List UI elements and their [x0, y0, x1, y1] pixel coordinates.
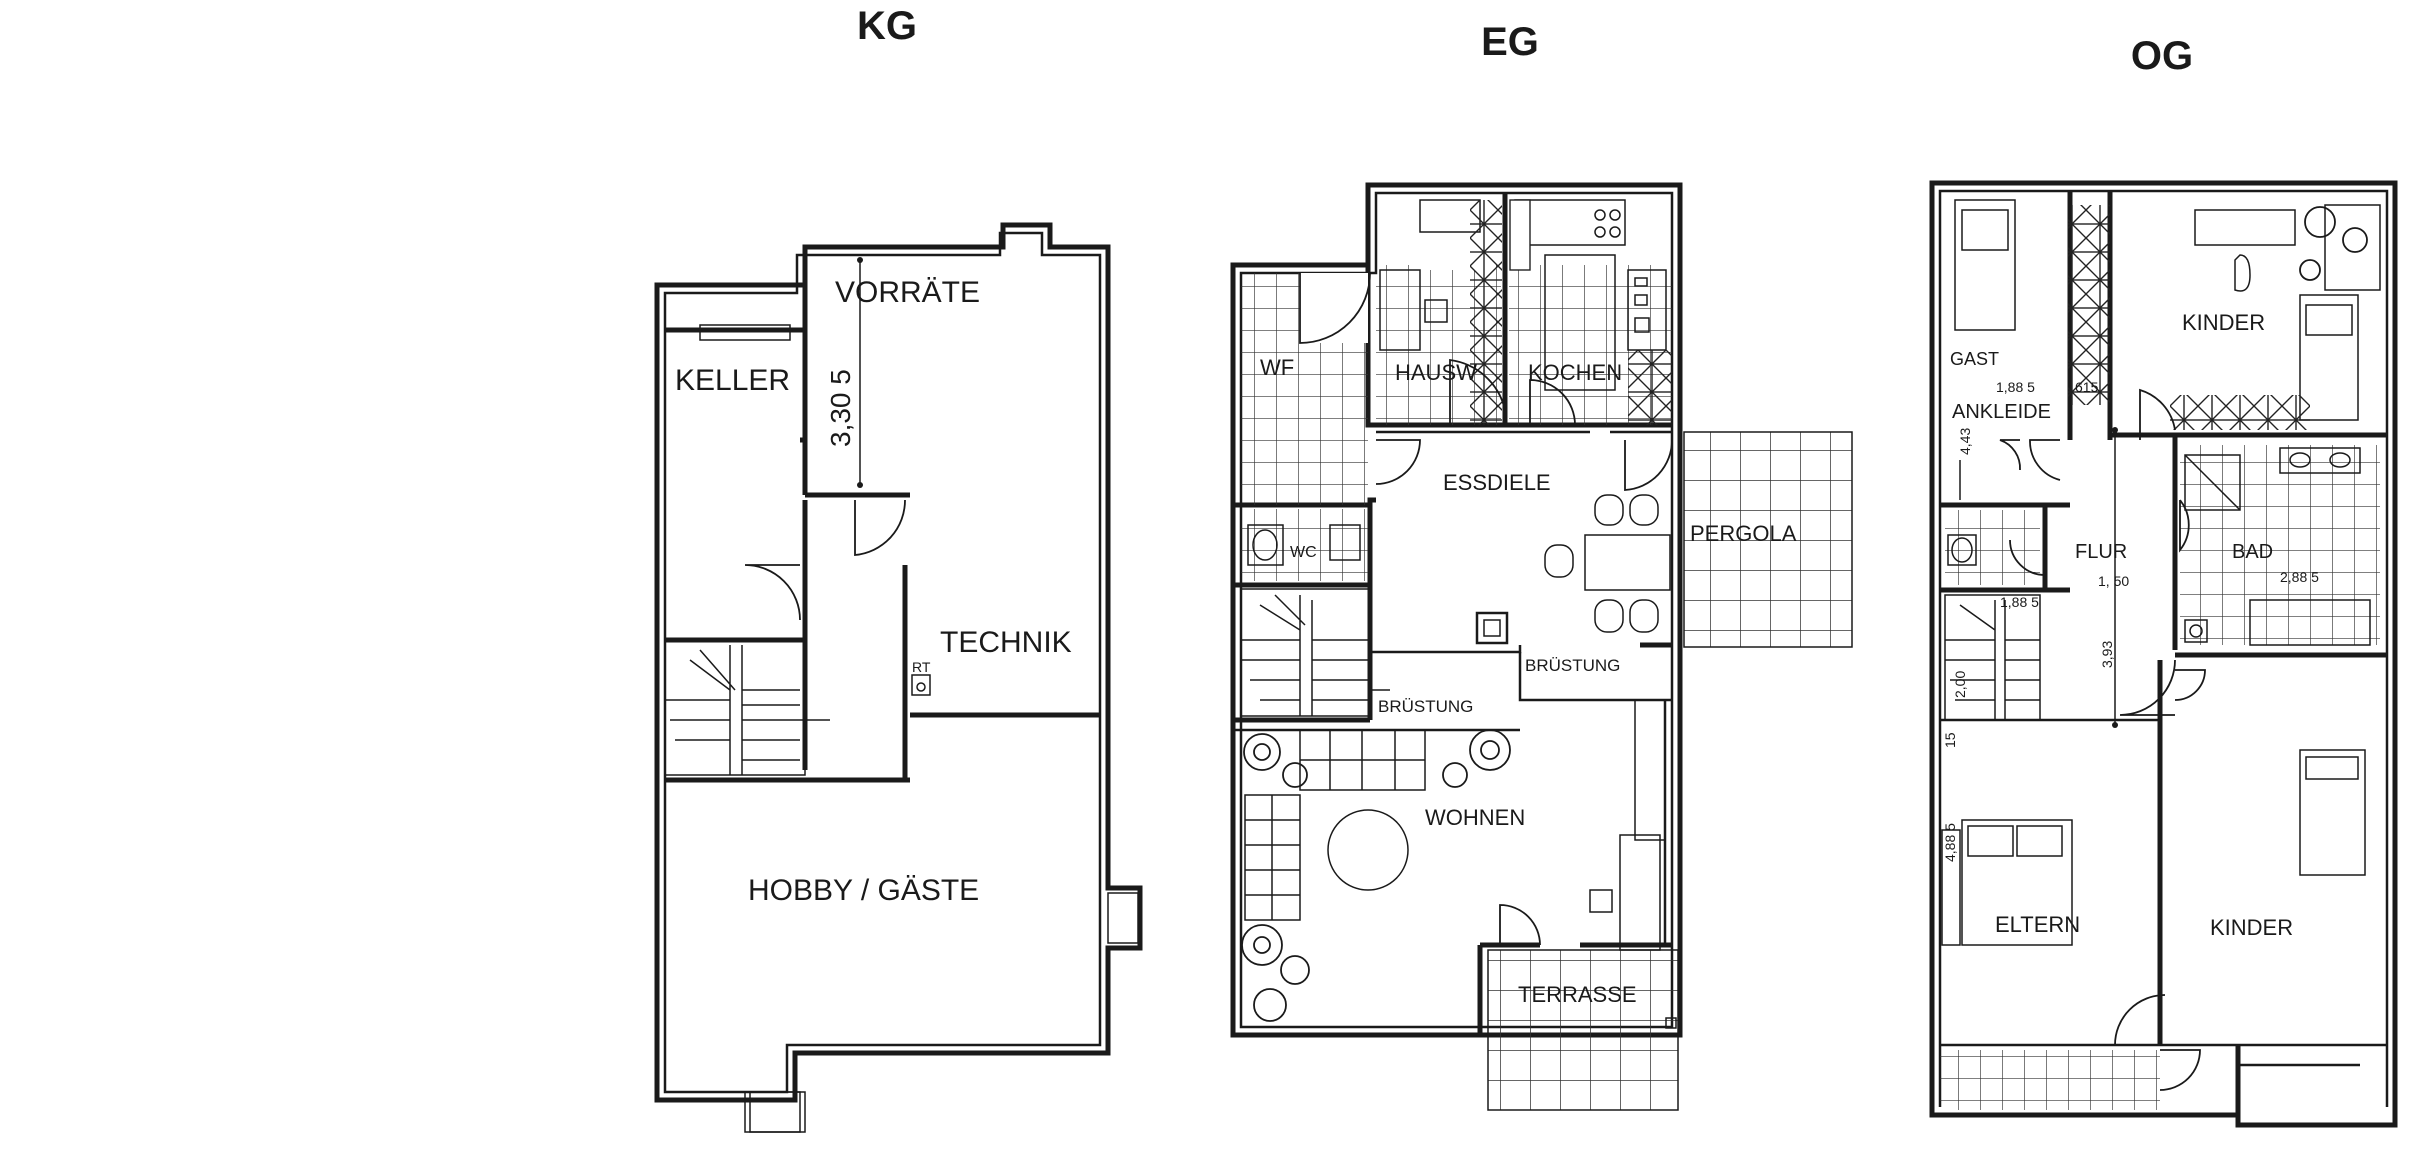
kg-room-hobby: HOBBY / GÄSTE — [748, 874, 979, 907]
eg-door-essdiele-right — [1624, 439, 1673, 491]
og-room-eltern: ELTERN — [1995, 912, 2080, 937]
eg-wc-tiles — [1241, 509, 1368, 581]
og-dim-d1: 1,88 5 — [1996, 379, 2035, 395]
og-door-kinder-top — [2139, 388, 2176, 440]
eg-room-wf: WF — [1260, 355, 1294, 380]
kg-door-technik — [854, 499, 906, 556]
eg-label-bruestung-1: BRÜSTUNG — [1378, 697, 1473, 716]
eg-chimney — [1475, 611, 1509, 645]
og-room-gast: GAST — [1950, 349, 1999, 369]
floor-plan-og: GAST 1,88 5 615 ANKLEIDE 4,43 KINDER FLU… — [1929, 180, 2398, 1128]
eg-round-table — [1327, 809, 1409, 891]
og-dim-d4: 2,88 5 — [2280, 569, 2319, 585]
eg-room-essdiele: ESSDIELE — [1443, 470, 1551, 495]
og-dim-d5: 3,93 — [2099, 641, 2115, 668]
og-room-kinder-top: KINDER — [2182, 310, 2265, 335]
eg-terrasse-grid — [1488, 950, 1678, 1110]
og-dim-d2: 4,43 — [1957, 428, 1973, 455]
eg-door-terrasse — [1499, 904, 1541, 946]
kg-room-vorraete: VORRÄTE — [835, 276, 980, 309]
kg-rt-label: RT — [912, 659, 931, 675]
floor-title-kg: KG — [857, 4, 917, 48]
og-dim-d3: 1, 50 — [2098, 573, 2129, 589]
floor-plan-eg: WC WF HAUSW — [1230, 182, 1853, 1111]
kg-room-technik: TECHNIK — [940, 626, 1072, 659]
og-bed-kinder — [2299, 749, 2366, 876]
eg-room-hausw: HAUSW — [1395, 360, 1477, 385]
eg-plants — [1241, 729, 1511, 1022]
og-room-kinder-bottom: KINDER — [2210, 915, 2293, 940]
og-dim-d6: 1,88 5 — [2000, 594, 2039, 610]
eg-room-kochen: KOCHEN — [1528, 360, 1622, 385]
kg-dim-height: 3,30 5 — [825, 369, 856, 447]
og-dim-d10: 15 — [1942, 732, 1958, 748]
eg-door-essdiele-left — [1375, 439, 1421, 485]
floor-title-eg: EG — [1481, 20, 1539, 64]
eg-outer-wall — [1230, 182, 1683, 1038]
og-door-bad — [2179, 499, 2190, 553]
eg-dining-table — [1584, 534, 1671, 591]
og-door-ankleide — [2029, 439, 2061, 481]
og-room-flur: FLUR — [2075, 541, 2127, 563]
floor-plan-kg: 3,30 5 RT VORRÄTE KELLER TECHNIK HOBBY /… — [654, 222, 1143, 1133]
og-dim-d8: 4,88 5 — [1942, 823, 1958, 862]
og-door-flur — [2119, 659, 2176, 716]
og-room-bad: BAD — [2232, 541, 2273, 563]
kg-door-keller — [744, 564, 801, 621]
eg-door-wf — [1299, 272, 1371, 344]
eg-room-pergola: PERGOLA — [1690, 521, 1797, 546]
kg-stairs — [664, 639, 830, 776]
og-bad-tiles — [2180, 445, 2380, 645]
kg-room-keller: KELLER — [675, 364, 790, 397]
og-dim-d7: 2,00 — [1952, 671, 1968, 698]
eg-door-hausw — [1449, 358, 1506, 425]
eg-label-bruestung-2: BRÜSTUNG — [1525, 656, 1620, 675]
eg-room-wohnen: WOHNEN — [1425, 805, 1525, 830]
og-dim-d9: 615 — [2075, 379, 2099, 395]
og-bed-eltern — [1961, 819, 2073, 946]
og-door-kinder-bottom — [2159, 1049, 2201, 1091]
og-stairs — [1944, 594, 2041, 721]
eg-door-kochen — [1529, 379, 1576, 426]
eg-stairs — [1240, 588, 1390, 717]
eg-room-wc: WC — [1290, 544, 1317, 561]
eg-pergola-grid — [1684, 432, 1852, 647]
eg-room-terrasse: TERRASSE — [1518, 982, 1637, 1007]
og-room-ankleide: ANKLEIDE — [1952, 401, 2051, 423]
og-door-eltern — [2114, 994, 2166, 1046]
floor-title-og: OG — [2130, 34, 2194, 78]
